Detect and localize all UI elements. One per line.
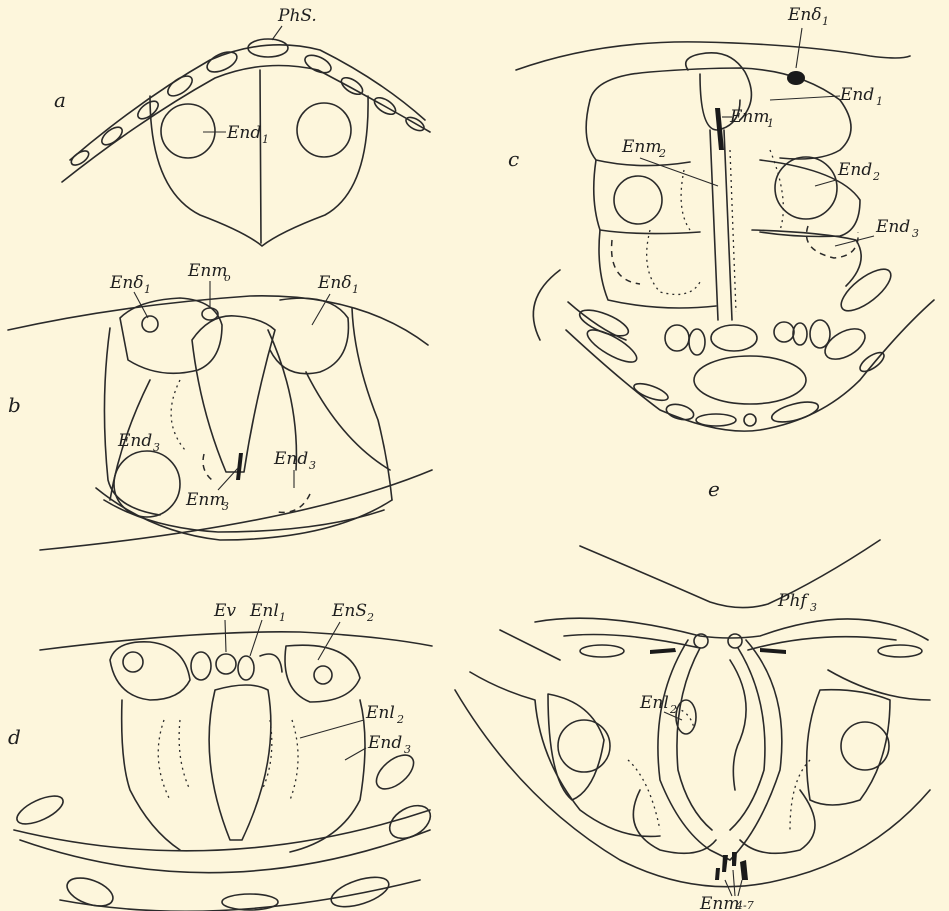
panel-b-drawing	[8, 296, 432, 550]
label-b-ens1-right-sub: 1	[352, 283, 359, 296]
label-phs: PhS.	[277, 6, 317, 26]
label-c-enm2: Enm	[621, 137, 661, 157]
label-c-end2: End	[837, 160, 872, 180]
label-d-end3-sub: 3	[404, 743, 411, 756]
label-d-ev: Ev	[213, 601, 236, 621]
label-c-enm2-sub: 2	[658, 147, 666, 160]
label-b-end3-right-sub: 3	[309, 459, 316, 472]
label-c-end3: End	[875, 217, 910, 237]
label-e-enm47: Enm	[699, 894, 739, 911]
label-b-end3-left-sub: 3	[153, 441, 160, 454]
label-b-enm3-sub: 3	[222, 500, 229, 513]
panel-d-drawing	[13, 632, 436, 911]
label-d-ens2-sub: 2	[366, 611, 374, 624]
label-b-ens1-right: Enδ	[317, 273, 352, 293]
label-b-enm0-sub: o	[224, 271, 231, 284]
label-e-phf3: Phf	[777, 591, 809, 611]
label-c-enm1-sub: 1	[767, 117, 774, 130]
label-d-end3: End	[367, 733, 402, 753]
panel-e-drawing	[455, 540, 930, 896]
label-c-ens1: Enδ	[787, 5, 822, 25]
label-b-ens1-left-sub: 1	[144, 283, 151, 296]
panel-letter-d: d	[8, 725, 21, 749]
label-d-enl2: Enl	[365, 703, 395, 723]
label-b-enm3: Enm	[185, 490, 225, 510]
label-b-end3-right: End	[273, 449, 308, 469]
label-e-enl2: Enl	[639, 693, 669, 713]
label-d-enl1-sub: 1	[279, 611, 286, 624]
label-e-phf3-sub: 3	[810, 601, 817, 614]
label-d-enl1: Enl	[249, 601, 279, 621]
label-c-end1-sub: 1	[876, 95, 883, 108]
label-a-end1-sub: 1	[262, 133, 269, 146]
panel-letter-c: c	[508, 147, 519, 171]
label-b-enm0: Enm	[187, 261, 227, 281]
label-c-ens1-sub: 1	[822, 15, 829, 28]
label-b-ens1-left: Enδ	[109, 273, 144, 293]
label-d-ens2: EnS	[331, 601, 367, 621]
label-c-end1: End	[839, 85, 874, 105]
label-c-end2-sub: 2	[872, 170, 880, 183]
panel-letter-e: e	[708, 477, 720, 501]
panel-letter-b: b	[8, 393, 21, 417]
label-e-enl2-sub: 2	[669, 703, 677, 716]
label-b-end3-left: End	[117, 431, 152, 451]
label-e-enm47-sub: 4-7	[735, 899, 754, 911]
label-d-enl2-sub: 2	[396, 713, 404, 726]
label-c-enm1: Enm	[729, 107, 769, 127]
label-a-end1: End	[226, 123, 261, 143]
label-c-end3-sub: 3	[912, 227, 919, 240]
panel-letter-a: a	[54, 88, 66, 112]
